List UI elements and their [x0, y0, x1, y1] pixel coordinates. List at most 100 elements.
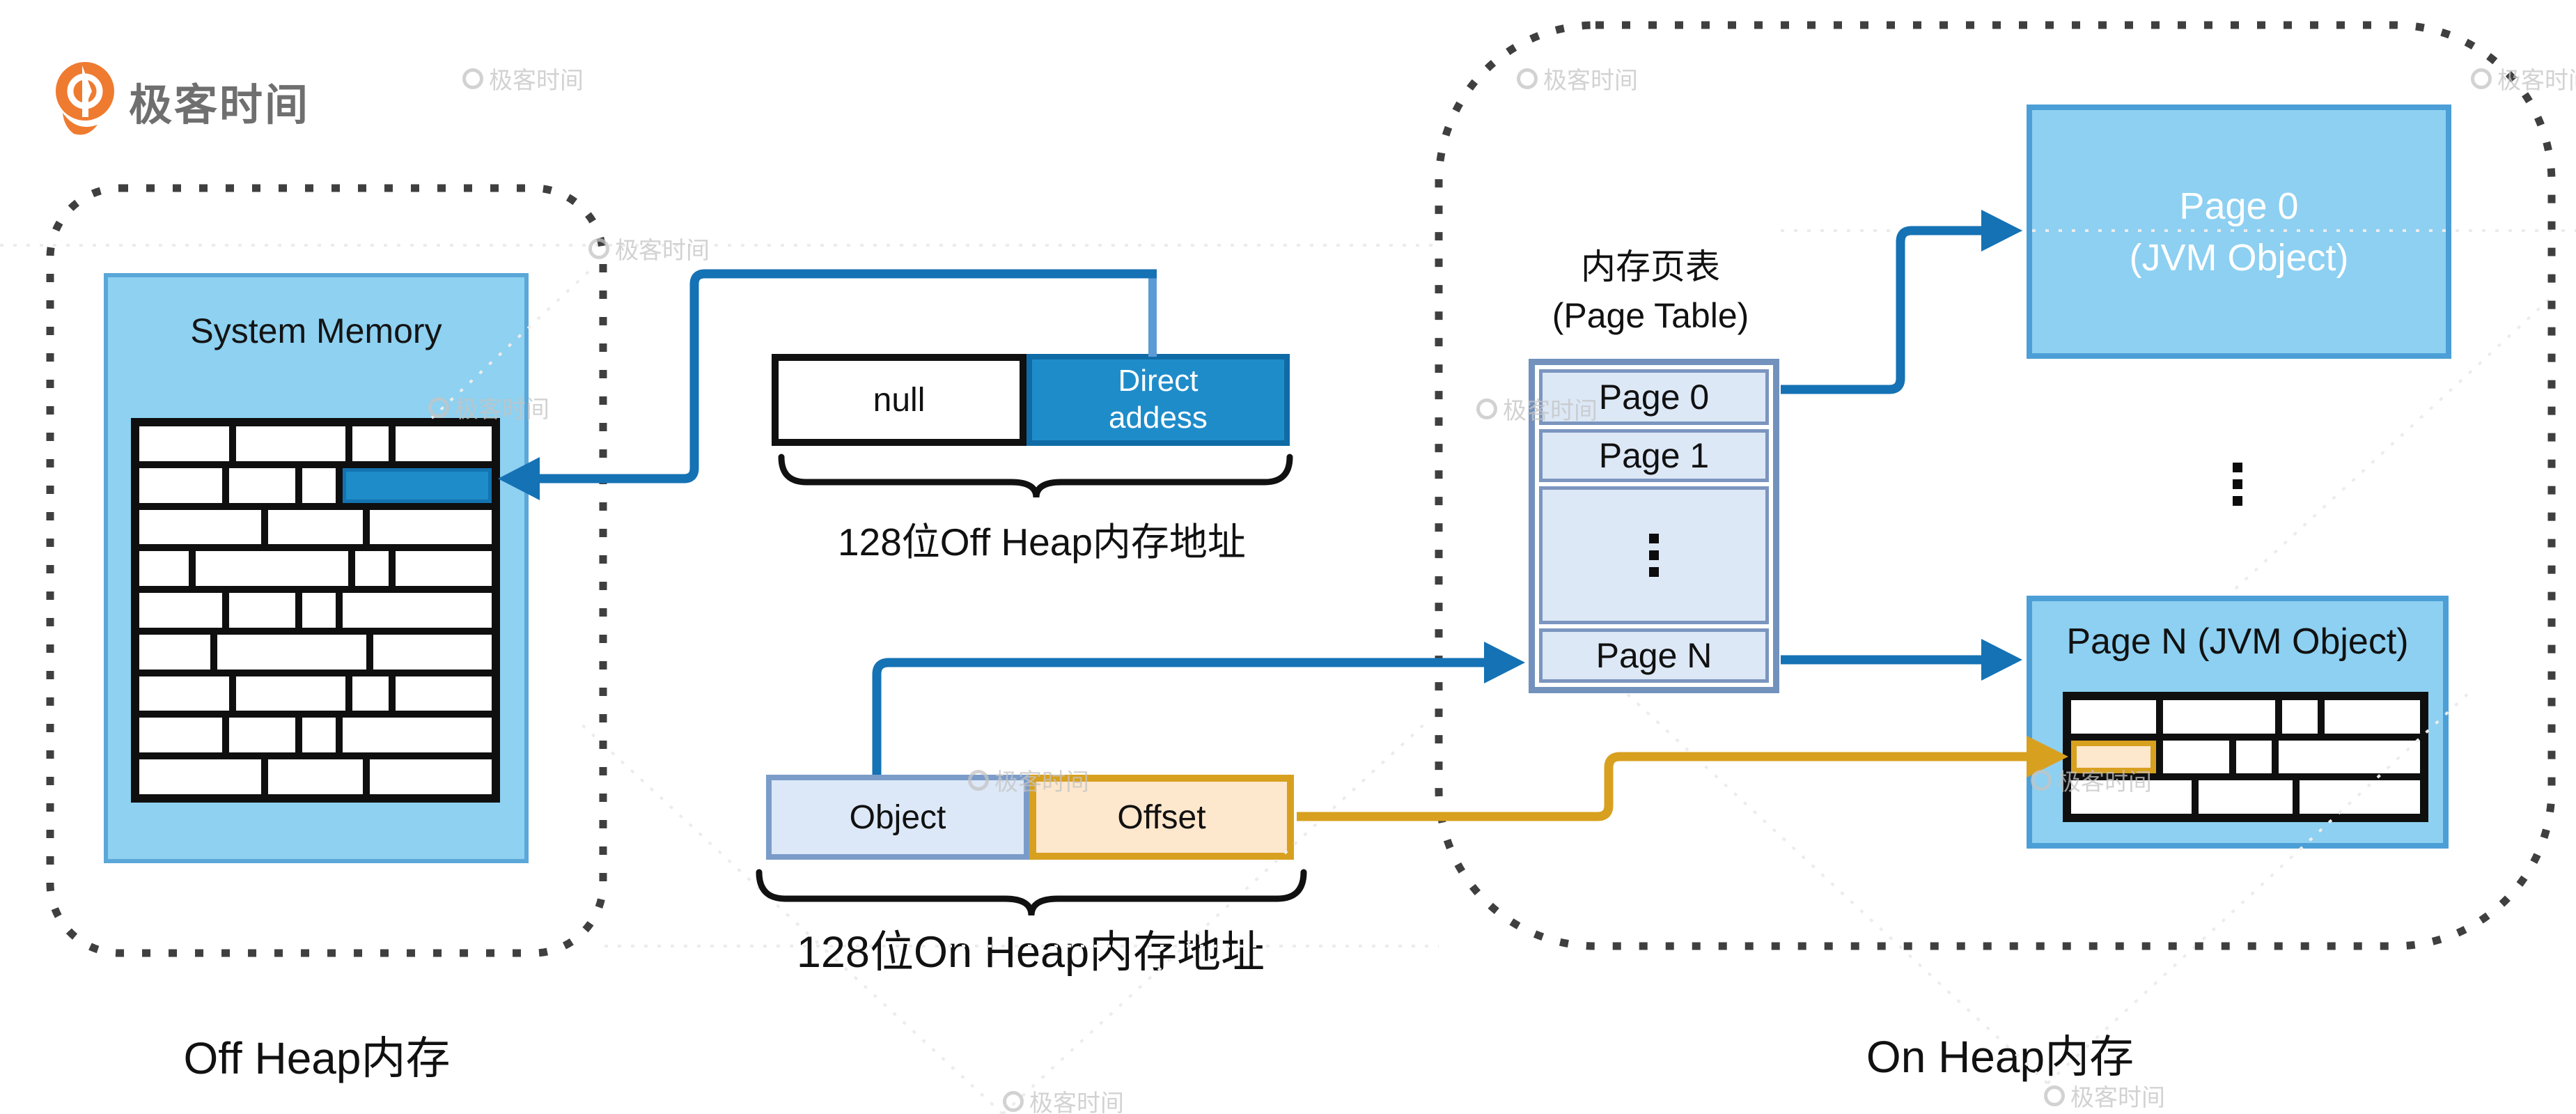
memory-block	[139, 634, 211, 670]
memory-block	[355, 551, 389, 587]
watermark-logo-icon	[968, 769, 989, 791]
arrow-page0-to-jvm-head-icon	[1981, 210, 2022, 252]
watermark-logo-icon	[1003, 1090, 1024, 1112]
arrow-object-to-pagetable-head-icon	[1484, 642, 1525, 683]
memory-block	[352, 676, 389, 711]
ellipsis-dot	[1649, 567, 1659, 577]
null-address-cell: null	[772, 354, 1027, 446]
page0-title-line2: (JVM Object)	[2129, 236, 2349, 279]
memory-block-highlight-blue	[342, 467, 492, 503]
memory-block	[229, 718, 296, 753]
memory-block	[2299, 780, 2420, 814]
on-heap-address-caption: 128位On Heap内存地址	[796, 928, 1265, 977]
memory-block	[267, 509, 364, 545]
memory-block	[139, 551, 189, 587]
memory-block	[373, 634, 492, 670]
brand-name: 极客时间	[129, 82, 311, 130]
watermark: 极客时间	[1476, 392, 1598, 426]
memory-block	[302, 467, 336, 503]
off-heap-brick-wall	[131, 418, 500, 803]
direct-label-line2: addess	[1109, 401, 1208, 435]
watermark-logo-icon	[588, 238, 609, 259]
memory-block	[139, 467, 222, 503]
brick-row	[139, 718, 492, 753]
on-heap-region-label: On Heap内存	[1866, 1032, 2134, 1082]
memory-block	[352, 426, 389, 461]
watermark-logo-icon	[2031, 769, 2052, 791]
brick-row	[139, 467, 492, 503]
brick-row	[139, 426, 492, 461]
memory-block	[2235, 740, 2272, 774]
memory-block	[139, 426, 229, 461]
memory-block	[2163, 700, 2275, 734]
memory-block	[217, 634, 366, 670]
watermark: 极客时间	[2031, 763, 2152, 797]
memory-block	[2199, 780, 2293, 814]
memory-block	[267, 759, 364, 795]
brick-row	[139, 759, 492, 795]
memory-block	[229, 467, 296, 503]
page-table-row-ellipsis	[1539, 486, 1769, 624]
watermark-logo-icon	[1517, 68, 1538, 89]
brand: 极客时间	[52, 60, 310, 138]
brick-row	[139, 509, 492, 545]
memory-block	[2163, 740, 2229, 774]
null-label: null	[873, 381, 926, 419]
memory-block	[2281, 700, 2318, 734]
memory-block	[139, 593, 222, 628]
offset-label: Offset	[1117, 798, 1206, 836]
memory-block	[139, 718, 222, 753]
memory-block	[342, 718, 492, 753]
page0-title-line1: Page 0	[2179, 185, 2299, 227]
off-heap-address-caption: 128位Off Heap内存地址	[838, 520, 1246, 564]
page-table-row: Page 1	[1539, 429, 1769, 482]
memory-block	[395, 676, 492, 711]
ellipsis-dot	[2233, 463, 2242, 472]
watermark: 极客时间	[2044, 1078, 2165, 1113]
brick-row	[139, 634, 492, 670]
pageN-title: Page N (JVM Object)	[2066, 621, 2409, 662]
page0-jvm-object-box: Page 0 (JVM Object)	[2027, 105, 2451, 359]
on-heap-address-brace	[756, 869, 1307, 916]
system-memory-title: System Memory	[190, 311, 442, 350]
memory-block	[139, 509, 261, 545]
memory-block	[302, 593, 336, 628]
arrow-page0-to-jvm-line	[1781, 226, 1983, 394]
system-memory-box: System Memory	[104, 273, 529, 863]
memory-block	[235, 676, 345, 711]
brick-row	[139, 551, 492, 587]
memory-block	[342, 593, 492, 628]
arrow-pageN-to-jvm-head-icon	[1981, 639, 2022, 681]
page-table-row: Page N	[1539, 628, 1769, 683]
on-heap-brick-wall	[2063, 692, 2428, 822]
ellipsis-dots	[2233, 463, 2242, 506]
memory-block	[139, 759, 261, 795]
watermark: 极客时间	[462, 61, 584, 95]
watermark-logo-icon	[428, 396, 449, 418]
watermark-logo-icon	[1476, 398, 1497, 419]
memory-block	[2071, 700, 2157, 734]
watermark: 极客时间	[588, 231, 710, 265]
watermark: 极客时间	[1003, 1084, 1124, 1114]
arrow-object-to-pagetable-line	[872, 658, 1485, 775]
off-heap-region-label: Off Heap内存	[183, 1033, 451, 1083]
memory-block	[302, 718, 336, 753]
page-table-title-line2: (Page Table)	[1552, 296, 1749, 335]
ellipsis-dot	[2233, 479, 2242, 489]
direct-label-line1: Direct	[1118, 364, 1199, 399]
memory-block	[370, 509, 492, 545]
brick-row	[139, 676, 492, 711]
watermark: 极客时间	[2471, 61, 2576, 95]
memory-block	[139, 676, 229, 711]
page-table-title-line1: 内存页表	[1581, 247, 1720, 286]
watermark: 极客时间	[1517, 61, 1638, 95]
watermark: 极客时间	[428, 390, 549, 424]
pageN-jvm-object-box: Page N (JVM Object)	[2027, 596, 2449, 849]
memory-block	[229, 593, 296, 628]
watermark: 极客时间	[968, 763, 1089, 797]
off-heap-address-brace	[778, 454, 1293, 498]
direct-address-cell: Direct addess	[1027, 354, 1290, 446]
geektime-logo-icon	[56, 62, 114, 135]
arrow-offset-to-block-line	[1297, 752, 2028, 821]
